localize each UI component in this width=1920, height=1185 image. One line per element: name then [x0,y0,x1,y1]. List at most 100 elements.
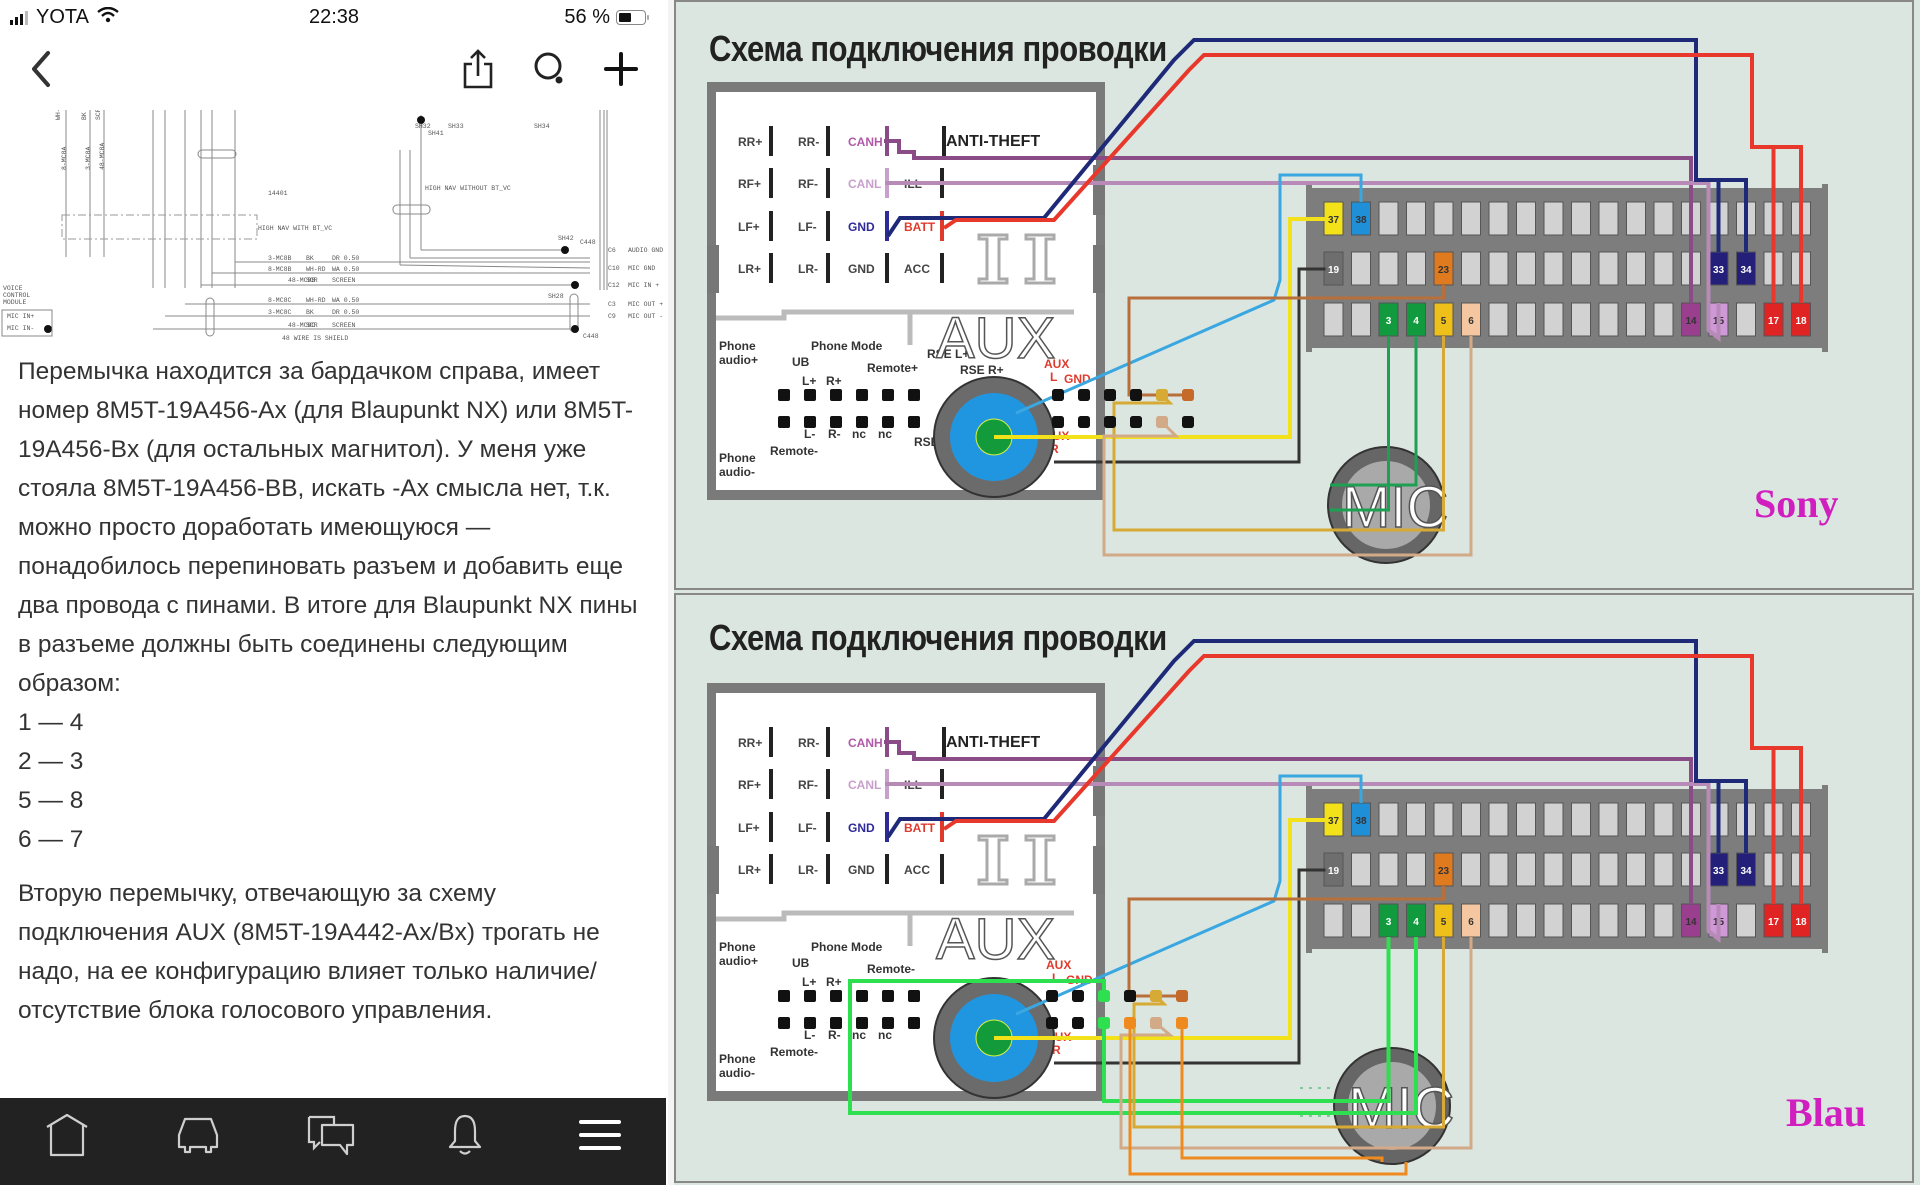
quadlock-slot [1571,302,1591,337]
tab-home[interactable] [32,1112,102,1162]
tab-notifications[interactable] [430,1112,500,1162]
power-pin-bar [942,126,946,156]
schematic-vertical-label: SCR [95,110,102,120]
quadlock-pin-number: 3 [1386,316,1392,327]
schematic-label: VOICE [3,285,23,292]
back-button[interactable] [16,46,66,96]
frame-notch [1093,846,1105,894]
schematic-dashed-box [61,214,258,240]
frame-notch [1093,766,1105,816]
quadlock-slot [1626,903,1646,938]
power-pin-label: CANL [848,778,881,792]
signal-pin [778,1017,790,1029]
quadlock-slot [1406,251,1426,286]
connector-pin-name: MIC OUT - [628,313,663,320]
diagram-title: Схема подключения проводки [709,617,1167,658]
signal-pin [1176,1017,1188,1029]
quadlock-pin-number: 14 [1685,917,1697,928]
panel-divider [668,0,674,1185]
schematic-splice-dot [571,325,579,333]
iso-block-outline [977,834,1009,886]
signal-pin-label: R- [828,427,841,441]
connector-pin-name: MIC IN + [628,282,659,289]
quadlock-pin-number: 3 [1386,917,1392,928]
signal-pin-label: Phone [719,451,756,465]
search-button[interactable] [525,46,575,96]
tab-messages[interactable] [296,1112,366,1162]
power-pin-bar [826,211,830,241]
power-pin-bar [769,168,773,198]
power-pin-label: GND [848,262,875,276]
power-pin-label: CANH [848,135,883,149]
schematic-label: C448 [583,333,599,340]
quadlock-slot [1626,302,1646,337]
wiring-schematic-image[interactable]: HIGH NAV WITH BT_VC HIGH NAV WITHOUT BT_V… [0,110,668,342]
quadlock-pin-number: 34 [1740,866,1752,877]
connector-key-rail [716,309,1074,345]
tab-garage[interactable] [163,1112,233,1162]
share-button[interactable] [453,46,503,96]
wire-aux-sleeve [1054,868,1326,1065]
power-pin-label: RF- [798,177,818,191]
carrier-name: YOTA [36,6,89,28]
brand-label: Blau [1786,1090,1867,1135]
schematic-label: MIC IN+ [7,313,34,320]
power-pin-label: BATT [904,220,936,234]
quadlock-slot [1323,903,1344,938]
quadlock-slot [1516,903,1536,938]
connector-pin-label: C3 [608,301,616,308]
schematic-label: HIGH NAV WITHOUT BT_VC [425,185,511,192]
quadlock-slot [1488,802,1509,837]
hamburger-icon [579,1118,621,1157]
schematic-label: HIGH NAV WITH BT_VC [258,225,332,232]
aux-label: AUX [936,907,1055,972]
search-icon [532,50,568,93]
power-pin-label: LR- [798,863,818,877]
mic-label: MIC [1348,1076,1454,1141]
tab-menu[interactable] [565,1112,635,1162]
power-pin-label: BATT [904,821,936,835]
power-pin-bar [826,727,830,757]
wire-mic-out [1128,1023,1408,1176]
wire-mic-out [1180,1023,1384,1162]
signal-pin [778,990,790,1002]
power-pin-label: RF- [798,778,818,792]
signal-pin [908,990,920,1002]
signal-strength-icon [10,10,28,25]
aux-left-label: L [1052,971,1059,985]
aux-left-label: AUX [1046,958,1071,972]
signal-pin [830,1017,842,1029]
wire-color: WH-RD [306,297,326,304]
iso-block-outline [1024,834,1056,886]
wire-color: BK [306,255,314,262]
power-pin-bar [826,126,830,156]
add-button[interactable] [596,46,646,96]
wire-aux-right [1119,937,1473,1150]
signal-pin [1124,1017,1136,1029]
quadlock-slot [1653,852,1674,887]
schematic-vertical-label: 48-MC8A [99,143,106,170]
quadlock-slot [1516,251,1536,286]
quadlock-slot [1571,802,1591,837]
quadlock-pin-number: 19 [1328,265,1340,276]
wire-spec: DR 0.50 [332,255,359,262]
wire-spec: DR 0.50 [332,309,359,316]
quadlock-slot [1571,903,1591,938]
diagram-border [674,0,1914,590]
connector-pin-label: C10 [608,265,620,272]
power-pin-label: LR- [798,262,818,276]
quadlock-slot [1378,201,1399,236]
power-pin-bar [769,211,773,241]
quadlock-slot [1516,302,1536,337]
wire-id: 48-MC8B [288,277,315,284]
wire-id: 48-MC8C [288,322,315,329]
signal-pin [856,1017,868,1029]
quadlock-pin-number: 34 [1740,265,1752,276]
quadlock-slot [1516,201,1536,236]
quadlock-slot [1433,201,1454,236]
quadlock-slot [1488,302,1509,337]
wifi-icon [97,6,119,29]
quadlock-slot [1461,852,1481,887]
